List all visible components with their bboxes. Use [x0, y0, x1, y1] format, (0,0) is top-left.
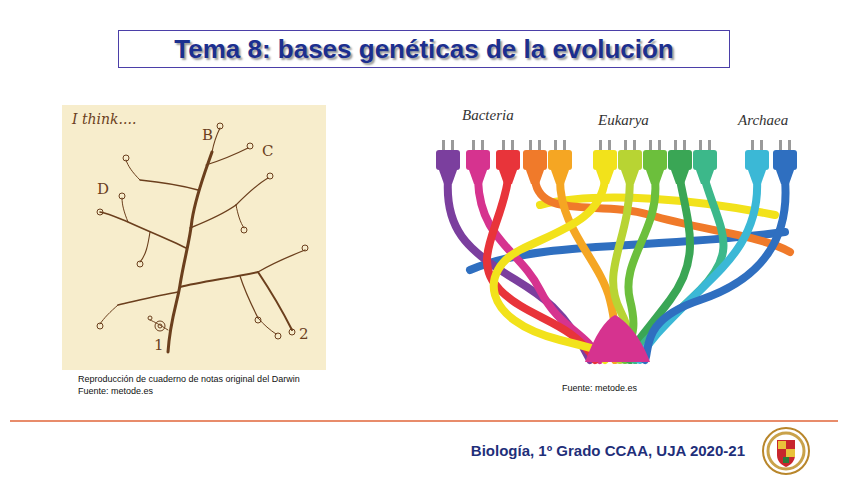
footer-course: Biología, 1º Grado CCAA, UJA 2020-21 — [471, 442, 745, 459]
branch-number: 2 — [299, 325, 309, 343]
domain-label: Eukarya — [598, 112, 649, 129]
branch-letter: C — [262, 142, 273, 160]
plug-icons — [436, 140, 797, 184]
darwin-tree-sketch — [62, 105, 326, 370]
image-caption: Reproducción de cuaderno de notas origin… — [78, 374, 300, 384]
branch-number: 1 — [154, 336, 164, 354]
plug-network-illustration — [448, 180, 790, 362]
notebook-heading: I think.... — [72, 111, 136, 127]
image-source: Fuente: metode.es — [562, 383, 637, 393]
image-source: Fuente: metode.es — [78, 386, 153, 396]
title-box: Tema 8: bases genéticas de la evolución — [118, 30, 730, 68]
domain-label: Archaea — [738, 112, 788, 129]
slide-title: Tema 8: bases genéticas de la evolución — [174, 34, 674, 65]
branch-letter: B — [202, 126, 213, 144]
university-crest — [763, 428, 809, 474]
domain-label: Bacteria — [462, 107, 514, 124]
footer-rule — [10, 420, 838, 422]
branch-letter: D — [97, 180, 109, 198]
